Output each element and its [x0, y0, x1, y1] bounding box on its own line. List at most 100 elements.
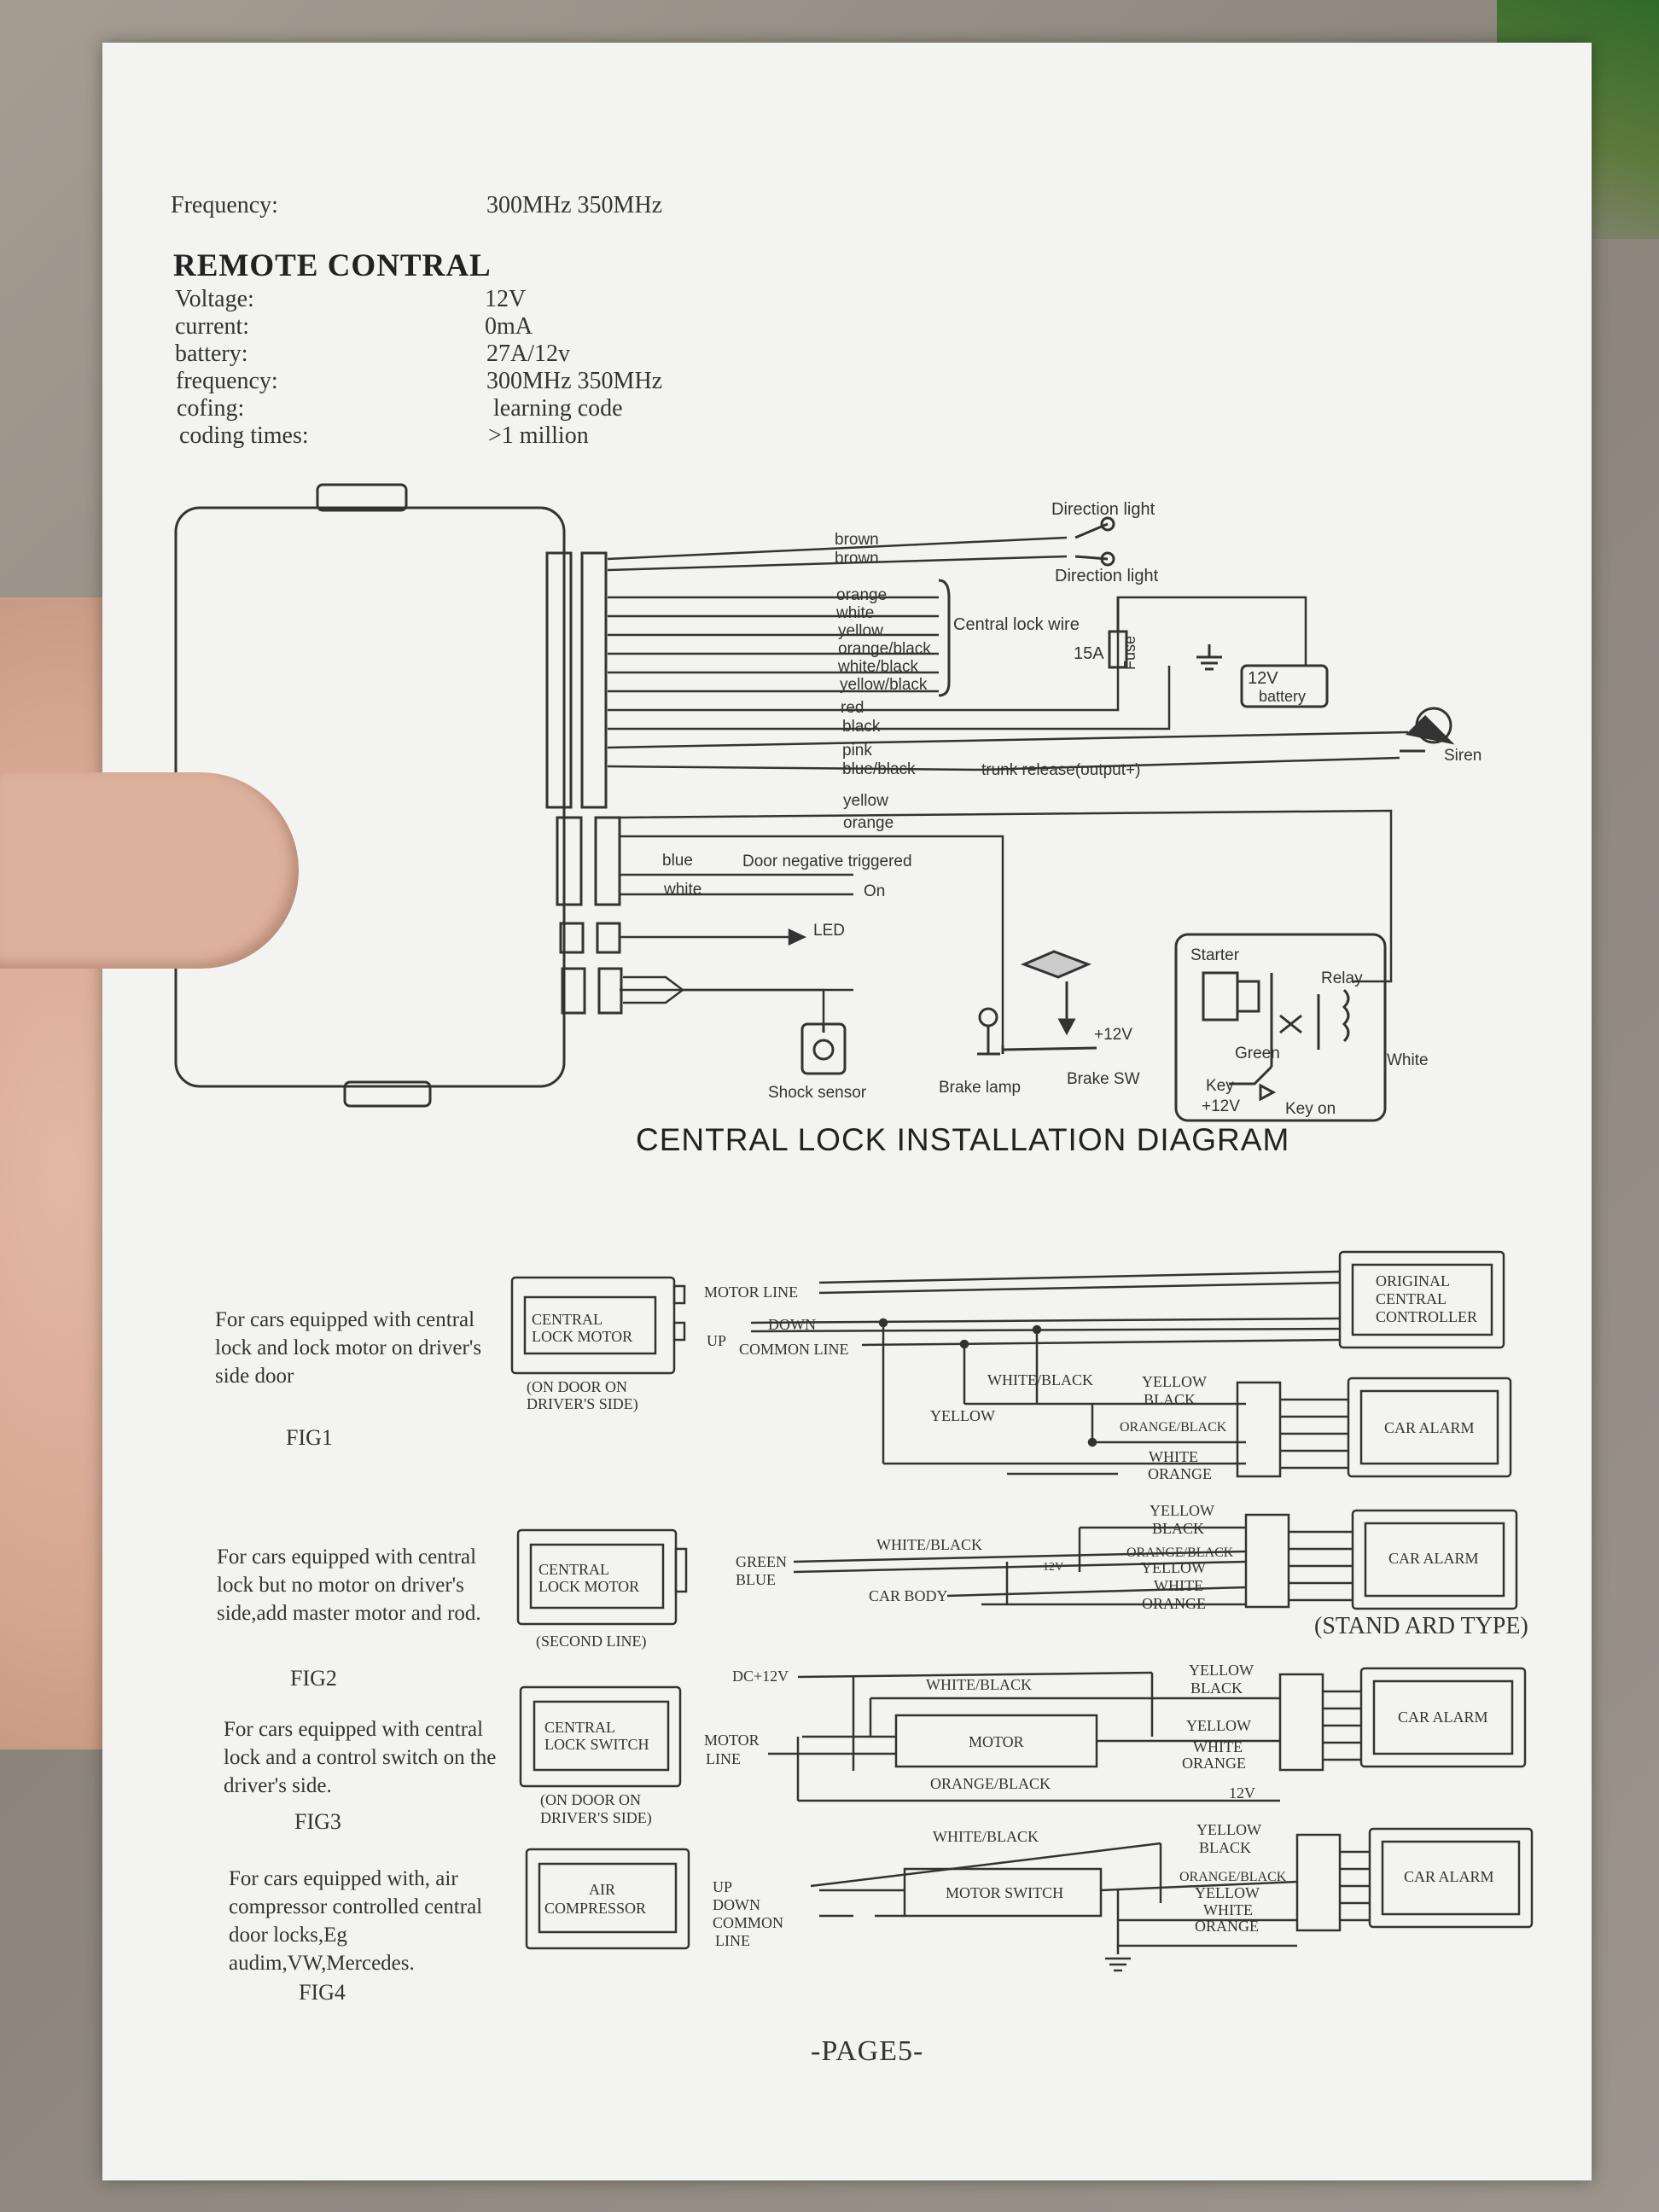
fig3-box-line2: LOCK SWITCH [544, 1736, 649, 1753]
label-yellow: yellow [838, 622, 883, 640]
fig1-yellow: YELLOW [930, 1407, 995, 1424]
label-blue: blue [662, 852, 693, 870]
frequency-label: Frequency: [171, 192, 278, 218]
fig1-original-3: CONTROLLER [1376, 1308, 1477, 1325]
spec-value: 27A/12v [486, 341, 570, 367]
fig3-wire: YELLOW [1189, 1662, 1254, 1679]
fig2-diagram [516, 1509, 1518, 1626]
label-pink: pink [842, 742, 872, 760]
fig2-note: (SECOND LINE) [536, 1633, 646, 1650]
label-white: white [835, 604, 874, 622]
starter-relay-box [1174, 933, 1387, 1122]
label-yellow-black: yellow/black [840, 676, 928, 694]
label-brake-sw: Brake SW [1067, 1070, 1140, 1088]
fig2-wire: ORANGE [1142, 1595, 1206, 1612]
fig1-wire: YELLOW [1142, 1373, 1207, 1390]
label-on: On [864, 882, 885, 900]
label-plus12v: +12V [1094, 1026, 1132, 1044]
fig3-wire: ORANGE [1182, 1755, 1246, 1772]
fig1-diagram [510, 1250, 1512, 1478]
fig3-note-2: DRIVER'S SIDE) [540, 1809, 652, 1827]
fig1-wire: BLACK [1144, 1391, 1196, 1408]
label-15a: 15A [1074, 644, 1104, 663]
fig2-wire: YELLOW [1141, 1559, 1206, 1576]
label-trunk-release: trunk release(output+) [981, 761, 1140, 779]
spec-value: 300MHz 350MHz [486, 368, 663, 394]
fig3-description: For cars equipped with central lock and … [224, 1718, 497, 1797]
label-white-relay: White [1387, 1051, 1429, 1069]
fig3-motor: MOTOR [704, 1732, 760, 1749]
fig4-alarm: CAR ALARM [1404, 1868, 1494, 1885]
spec-label: frequency: [176, 368, 278, 394]
fig3-wire: WHITE [1193, 1738, 1243, 1755]
fig4-diagram [525, 1827, 1534, 1972]
fig2-blue: BLUE [736, 1571, 776, 1588]
fig4-box-line2: COMPRESSOR [544, 1900, 646, 1917]
label-key: Key [1206, 1077, 1234, 1095]
label-green: Green [1235, 1045, 1280, 1062]
label-direction-light-bottom: Direction light [1055, 567, 1159, 585]
fig1-alarm: CAR ALARM [1384, 1419, 1475, 1436]
spec-value: >1 million [488, 422, 589, 449]
alarm-control-unit [174, 483, 623, 1108]
fig1-white-black: WHITE/BLACK [987, 1371, 1093, 1388]
spec-value: 12V [485, 286, 527, 312]
label-siren: Siren [1444, 747, 1481, 765]
label-fuse: Fuse [1121, 636, 1138, 670]
harness-wires [607, 536, 1409, 1045]
brake-pedal-icon [1002, 950, 1097, 1051]
label-starter: Starter [1190, 946, 1240, 964]
fig3-note-1: (ON DOOR ON [540, 1791, 641, 1809]
label-door-negative: Door negative triggered [742, 853, 912, 870]
fig4-white-black: WHITE/BLACK [933, 1828, 1039, 1845]
siren-icon [1400, 707, 1455, 753]
fig4-description: For cars equipped with, air compressor c… [229, 1867, 483, 1975]
label-central-lock-wire: Central lock wire [953, 615, 1080, 634]
fig4-wire: ORANGE [1195, 1918, 1259, 1935]
fig2-wire: WHITE [1154, 1577, 1203, 1594]
fig4-common: COMMON [713, 1914, 783, 1931]
fig2-green: GREEN [736, 1553, 787, 1570]
fig3-wire: YELLOW [1186, 1717, 1251, 1734]
holding-finger [0, 772, 299, 969]
fuse-icon [1108, 597, 1128, 669]
label-orange: orange [843, 814, 894, 832]
label-black: black [842, 718, 881, 736]
fig2-wire: YELLOW [1150, 1502, 1214, 1519]
ground-icon [1196, 644, 1222, 671]
label-direction-light-top: Direction light [1051, 500, 1155, 519]
fig4-wire: BLACK [1199, 1839, 1251, 1856]
label-blue-black: blue/black [842, 760, 916, 778]
fig2-box-line1: CENTRAL [538, 1561, 609, 1578]
label-orange-black: orange/black [838, 640, 931, 658]
label-brown: brown [835, 550, 879, 568]
fig2-alarm: CAR ALARM [1388, 1550, 1479, 1567]
fig2-12v: 12V [1043, 1561, 1063, 1574]
fig4-wire: WHITE [1203, 1901, 1253, 1918]
fig4-wire: YELLOW [1195, 1884, 1260, 1901]
fig3-white-black: WHITE/BLACK [926, 1676, 1032, 1693]
fig1-note-1: (ON DOOR ON [527, 1378, 627, 1396]
diagram-title: CENTRAL LOCK INSTALLATION DIAGRAM [636, 1122, 1290, 1157]
spec-value: 0mA [485, 313, 533, 340]
fig3-alarm: CAR ALARM [1398, 1708, 1488, 1726]
fig2-wire: ORANGE/BLACK [1126, 1545, 1234, 1560]
label-battery: battery [1259, 688, 1306, 705]
fig4-box-line1: AIR [589, 1881, 615, 1898]
fig2-wire: BLACK [1152, 1520, 1204, 1537]
fig1-common-line: COMMON LINE [739, 1341, 849, 1358]
fig1-original-1: ORIGINAL [1376, 1272, 1450, 1289]
label-battery-12v: 12V [1248, 669, 1278, 688]
remote-title: REMOTE CONTRAL [173, 248, 492, 283]
spec-label: battery: [175, 341, 248, 367]
label-brown: brown [835, 531, 879, 549]
spec-label: current: [175, 313, 250, 340]
standard-type-label: (STAND ARD TYPE) [1314, 1613, 1528, 1639]
fig4-label: FIG4 [299, 1980, 346, 2005]
fig4-wire: ORANGE/BLACK [1179, 1870, 1287, 1884]
label-white-black: white/black [837, 658, 918, 676]
label-orange: orange [836, 586, 887, 604]
fig1-note-2: DRIVER'S SIDE) [527, 1395, 638, 1413]
fig2-description: For cars equipped with central lock but … [217, 1545, 481, 1625]
